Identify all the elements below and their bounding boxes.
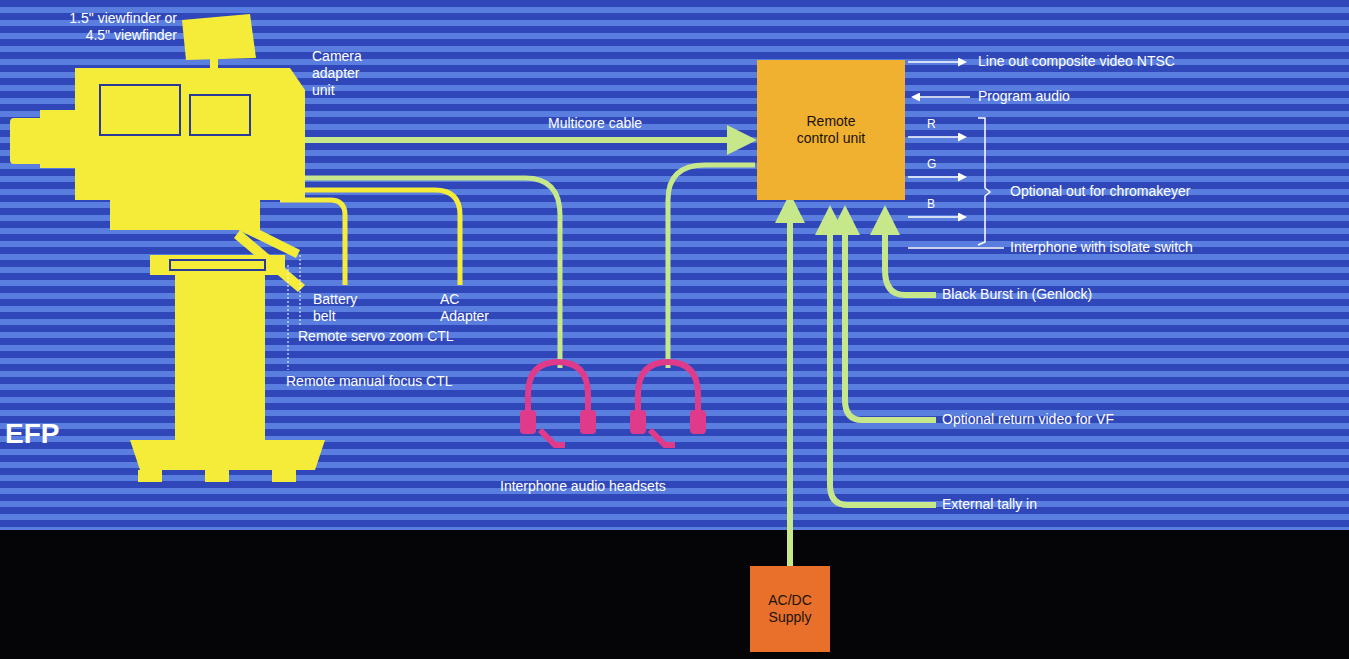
signal-label: Optional out for chromakeyer [1010, 183, 1191, 200]
camera-adapter-label: Camera adapter unit [312, 48, 384, 99]
channel-label: R [927, 117, 936, 131]
camera-details [100, 85, 265, 270]
power-cables [280, 190, 460, 285]
remote-control-unit-box: Remote control unit [757, 60, 905, 200]
signal-label: Program audio [978, 88, 1070, 105]
multicore-cable [305, 137, 748, 143]
power-connector [787, 202, 793, 566]
mode-label: EFP [5, 418, 59, 450]
node-text: AC/DC Supply [764, 592, 816, 626]
signal-label: Line out composite video NTSC [978, 53, 1175, 70]
signal-label: Optional return video for VF [942, 411, 1114, 428]
channel-label: G [927, 157, 936, 171]
power-supply-box: AC/DC Supply [750, 566, 830, 652]
headset-icons [528, 362, 698, 445]
node-text: Remote control unit [796, 113, 866, 147]
adapter-label: AC Adapter [440, 291, 502, 325]
signal-label: Interphone with isolate switch [1010, 239, 1193, 256]
headset-earpieces [520, 410, 706, 434]
channel-label: B [927, 197, 935, 211]
signal-label: External tally in [942, 496, 1037, 513]
cable-label: Multicore cable [548, 115, 642, 132]
camera-illustration [10, 14, 325, 482]
headset-label: Interphone audio headsets [500, 478, 666, 495]
zoom-control-label: Remote servo zoom CTL [298, 328, 454, 345]
leader-lines [288, 255, 300, 370]
focus-control-label: Remote manual focus CTL [286, 373, 453, 390]
input-cables [830, 214, 936, 505]
battery-label: Battery belt [313, 291, 369, 325]
signal-label: Black Burst in (Genlock) [942, 286, 1092, 303]
viewfinder-label: 1.5" viewfinder or 4.5" viewfinder [35, 10, 177, 44]
